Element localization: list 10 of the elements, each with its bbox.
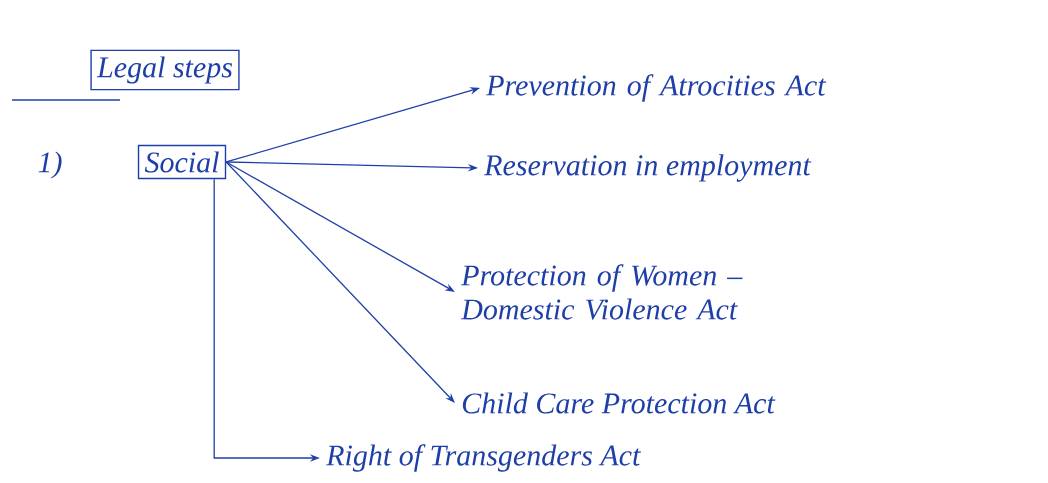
node-text: Reservation in employment	[484, 154, 812, 182]
text-box: Social	[137, 144, 227, 180]
step-number: 1)	[38, 151, 62, 179]
node-text: Child Care Protection Act	[462, 392, 776, 414]
text-box: Legal steps	[90, 49, 240, 91]
arrow	[225, 161, 455, 292]
arrow	[225, 161, 455, 403]
node-text: Right of Transgenders Act	[326, 444, 641, 472]
node-text: Protection of Women – Domestic Violence Act	[460, 264, 743, 320]
node-text: Prevention of Atrocities Act	[486, 74, 827, 102]
